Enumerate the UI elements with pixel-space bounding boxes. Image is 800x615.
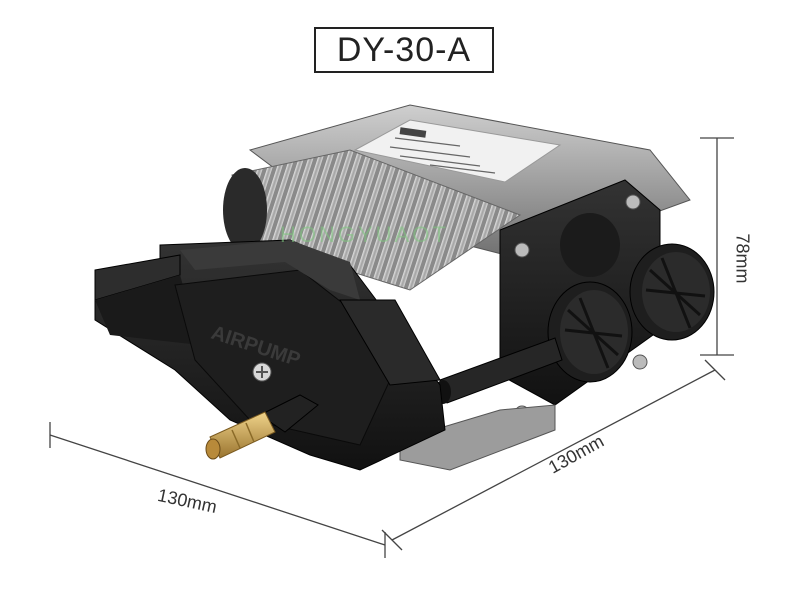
- screw-icon: [514, 242, 530, 258]
- screw-icon: [632, 354, 648, 370]
- watermark-text: HONGYUAOT: [280, 222, 449, 247]
- dimension-lines: [49, 137, 734, 558]
- spec-label: [353, 119, 562, 183]
- dimension-label-height: 78mm: [732, 233, 753, 284]
- cap-icon: [547, 281, 633, 383]
- cap-icon: [629, 243, 715, 341]
- screw-icon: [625, 194, 641, 210]
- model-title: DY-30-A: [314, 27, 494, 73]
